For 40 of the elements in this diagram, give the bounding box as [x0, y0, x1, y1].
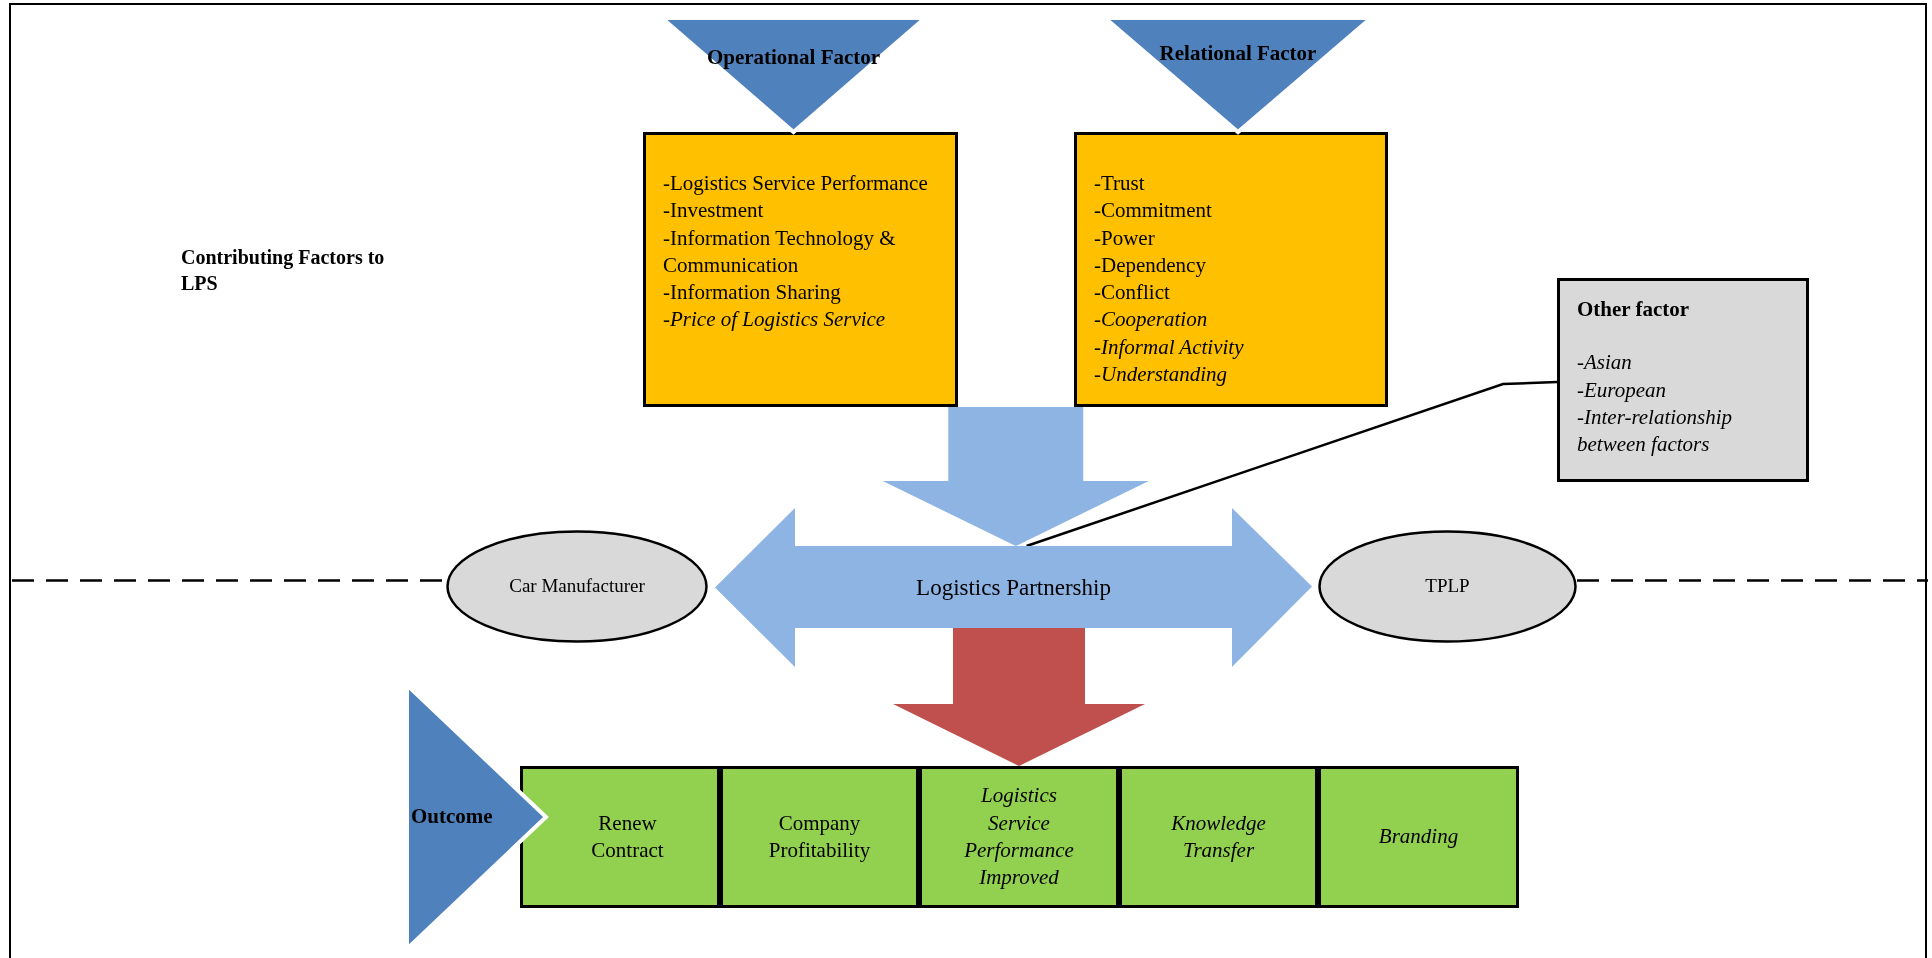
factor-box	[1557, 278, 1809, 482]
list-item: -Inter-relationship between factors	[1577, 403, 1734, 459]
outcome-text: Branding	[1378, 823, 1459, 851]
outcome-box	[520, 766, 720, 908]
outcome-text: Knowledge Transfer	[1170, 809, 1267, 864]
outcome-text: Renew Contract	[590, 809, 665, 864]
list-item: -Asian	[1577, 349, 1633, 377]
list-item: -Price of Logistics Service	[663, 306, 887, 334]
outcome-box	[1119, 766, 1318, 908]
list-item: -Logistics Service Performance	[663, 170, 929, 197]
dashed-line	[1577, 579, 1928, 582]
outcome-text: Company Profitability	[767, 809, 872, 864]
list-item: -Commitment	[1094, 197, 1213, 225]
block-arrow	[893, 628, 1145, 766]
outcome-text: Logistics Service Performance Improved	[963, 782, 1075, 892]
box-heading: Other factor	[1577, 296, 1691, 323]
outcome-box	[720, 766, 919, 908]
list-item: -European	[1577, 376, 1668, 404]
list-item: -Information Technology & Communication	[663, 224, 897, 279]
party-ellipse	[446, 530, 708, 643]
factor-box	[1074, 132, 1388, 407]
block-arrow	[882, 407, 1149, 546]
outcome-box	[1318, 766, 1519, 908]
party-name: Car Manufacturer	[509, 574, 645, 599]
list-item: -Understanding	[1094, 361, 1228, 389]
side-heading: Contributing Factors to LPS	[181, 245, 386, 296]
arrow-label: Logistics Partnership	[916, 573, 1111, 602]
list-item: -Power	[1094, 224, 1156, 252]
party-ellipse	[1318, 530, 1577, 643]
list-item: -Conflict	[1094, 279, 1171, 307]
outcome-box	[919, 766, 1119, 908]
factor-box	[643, 132, 958, 407]
list-item: -Informal Activity	[1094, 333, 1245, 361]
list-item: -Cooperation	[1094, 306, 1209, 334]
list-item: -Dependency	[1094, 251, 1207, 279]
list-item: -Information Sharing	[663, 279, 842, 307]
party-name: TPLP	[1425, 574, 1470, 599]
double-block-arrow	[715, 508, 1312, 667]
list-item: -Investment	[663, 197, 765, 225]
list-item: -Trust	[1094, 170, 1146, 197]
